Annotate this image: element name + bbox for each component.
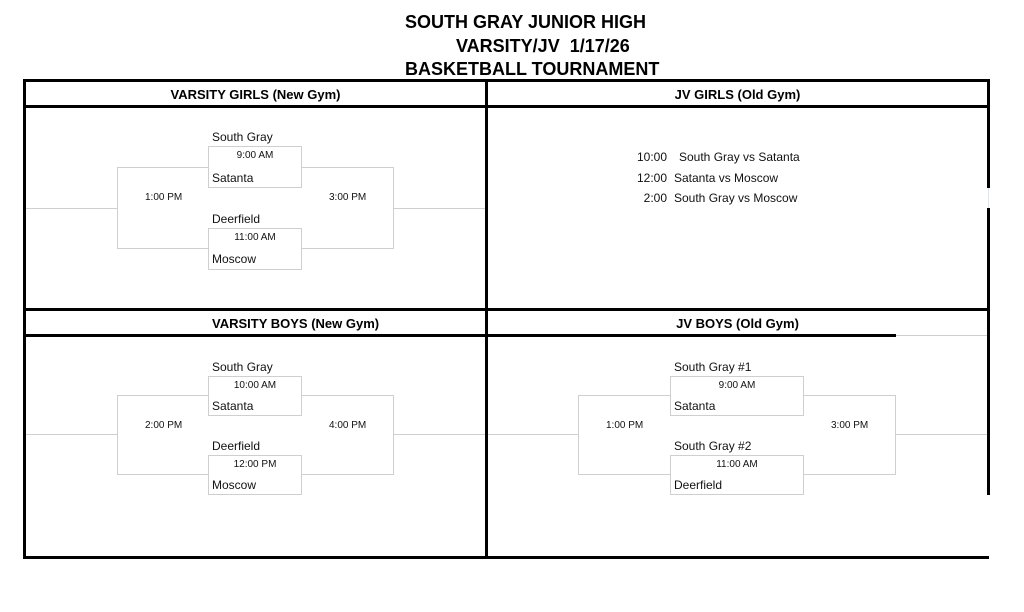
game1-time: 9:00 AM: [718, 380, 756, 391]
championship-time: 4:00 PM: [329, 420, 367, 431]
varsity-boys-header: VARSITY BOYS (New Gym): [212, 316, 380, 331]
frame-right-border-gap: [988, 188, 989, 208]
schedule-time: 12:00: [636, 171, 667, 185]
game1-bottom-team: Satanta: [212, 399, 254, 413]
bracket-line: [393, 395, 394, 475]
game1-time: 9:00 AM: [236, 150, 274, 161]
center-divider: [485, 79, 488, 559]
game1-bottom-team: Satanta: [212, 171, 254, 185]
bracket-line: [26, 434, 117, 435]
schedule-row: 12:00 Satanta vs Moscow: [620, 171, 778, 185]
jv-girls-header: JV GIRLS (Old Gym): [674, 87, 801, 102]
bracket-line: [578, 474, 670, 475]
game2-bottom-team: Moscow: [212, 478, 257, 492]
schedule-matchup: South Gray vs Satanta: [679, 150, 800, 164]
bracket-line: [117, 395, 208, 396]
schedule-time: 2:00: [643, 191, 667, 205]
bracket-line: [895, 395, 896, 475]
bottom-header-divider-left: [23, 334, 489, 337]
schedule-time: 10:00: [636, 150, 667, 164]
game1-top-team: South Gray: [212, 360, 273, 374]
game1-top-team: South Gray #1: [674, 360, 752, 374]
schedule-row: 10:00 South Gray vs Satanta: [620, 150, 800, 164]
bracket-line: [393, 208, 485, 209]
frame-bottom-border: [23, 556, 989, 559]
bracket-line: [803, 395, 895, 396]
bracket-line: [895, 434, 987, 435]
bracket-line: [117, 395, 118, 475]
game2-box: 12:00 PM: [208, 455, 302, 495]
varsity-girls-header: VARSITY GIRLS (New Gym): [170, 87, 341, 102]
bracket-line: [393, 434, 485, 435]
bracket-line: [578, 395, 579, 475]
school-title: SOUTH GRAY JUNIOR HIGH: [405, 12, 647, 32]
championship-time: 3:00 PM: [329, 192, 367, 203]
game1-box: 9:00 AM: [208, 146, 302, 188]
game2-top-team: Deerfield: [212, 439, 261, 453]
bracket-line: [26, 208, 117, 209]
game2-top-team: South Gray #2: [674, 439, 752, 453]
consolation-time: 2:00 PM: [145, 420, 183, 431]
frame-right-border-lower: [987, 208, 990, 495]
consolation-time: 1:00 PM: [145, 192, 183, 203]
event-date-title: VARSITY/JV 1/17/26: [456, 36, 630, 56]
game2-bottom-team: Moscow: [212, 252, 257, 266]
game1-top-team: South Gray: [212, 130, 273, 144]
schedule-matchup: Satanta vs Moscow: [674, 171, 779, 185]
bracket-line: [117, 167, 208, 168]
schedule-matchup: South Gray vs Moscow: [674, 191, 798, 205]
bracket-line: [578, 395, 670, 396]
game1-box: 9:00 AM: [670, 376, 804, 416]
frame-right-border-upper: [987, 79, 990, 188]
consolation-time: 1:00 PM: [606, 420, 644, 431]
game2-time: 12:00 PM: [233, 459, 277, 470]
championship-time: 3:00 PM: [831, 420, 869, 431]
bracket-line: [117, 474, 208, 475]
game1-bottom-team: Satanta: [674, 399, 716, 413]
bracket-line: [117, 248, 208, 249]
tournament-title: BASKETBALL TOURNAMENT: [405, 59, 660, 79]
bracket-line: [301, 167, 393, 168]
bracket-line: [301, 248, 393, 249]
game1-time: 10:00 AM: [233, 380, 277, 391]
bracket-line: [488, 434, 578, 435]
game2-box: 11:00 AM: [208, 228, 302, 270]
frame-left-border: [23, 79, 26, 559]
bracket-line: [117, 167, 118, 249]
game2-top-team: Deerfield: [212, 212, 261, 226]
bottom-header-divider-right-faint: [896, 335, 988, 336]
bracket-line: [301, 395, 393, 396]
game2-bottom-team: Deerfield: [674, 478, 723, 492]
top-header-divider: [23, 105, 989, 108]
bottom-header-divider-right: [486, 334, 896, 337]
game2-box: 11:00 AM: [670, 455, 804, 495]
schedule-row: 2:00 South Gray vs Moscow: [620, 191, 798, 205]
game2-time: 11:00 AM: [234, 232, 276, 243]
game1-box: 10:00 AM: [208, 376, 302, 416]
jv-boys-header: JV BOYS (Old Gym): [676, 316, 799, 331]
frame-top-border: [23, 79, 989, 82]
game2-time: 11:00 AM: [716, 459, 758, 470]
bracket-line: [803, 474, 895, 475]
middle-divider: [23, 308, 989, 311]
bracket-line: [301, 474, 393, 475]
